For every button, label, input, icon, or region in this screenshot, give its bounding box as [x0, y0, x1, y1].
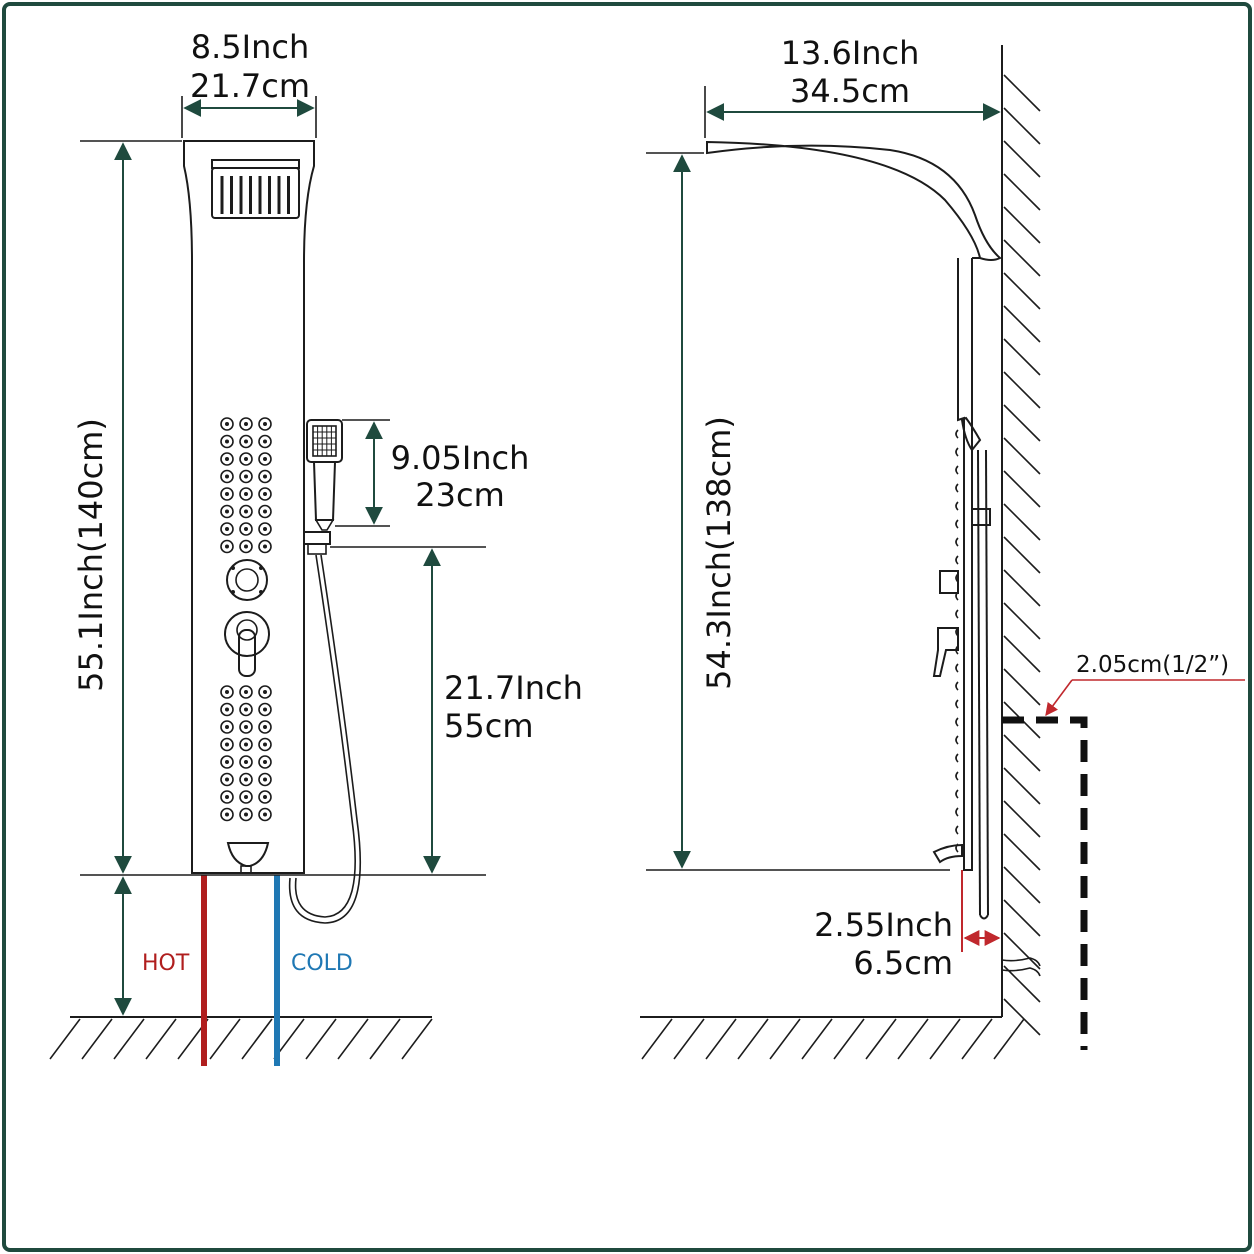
panel-body	[183, 140, 315, 874]
side-view: 54.3Inch(138cm) 13.6Inch 34.5cm 2.55Inch…	[640, 34, 1245, 1060]
pipe-size-label: 2.05cm(1/2”)	[1076, 652, 1229, 678]
reach-inch: 13.6Inch	[781, 34, 920, 72]
side-knob	[939, 570, 959, 594]
handheld-cm: 23cm	[415, 476, 504, 514]
diverter-knob	[226, 559, 268, 601]
side-floor-hatch	[641, 1018, 1025, 1060]
outlet-cm: 55cm	[444, 707, 533, 745]
cold-label: COLD	[291, 951, 353, 976]
side-spout	[932, 843, 963, 864]
depth-inch: 2.55Inch	[814, 906, 953, 944]
front-width-inch: 8.5Inch	[191, 28, 309, 66]
front-height-label: 55.1Inch(140cm)	[72, 418, 110, 692]
front-view: HOT COLD	[49, 28, 583, 1066]
front-width-cm: 21.7cm	[190, 67, 310, 105]
pipe-outline	[1002, 716, 1088, 1050]
side-height-label: 54.3Inch(138cm)	[700, 416, 738, 690]
front-floor-hatch	[49, 1018, 433, 1060]
depth-cm: 6.5cm	[853, 944, 953, 982]
handheld-inch: 9.05Inch	[391, 439, 530, 477]
outlet-inch: 21.7Inch	[444, 669, 583, 707]
panel-side-profile	[957, 258, 973, 871]
wall-hatch	[1003, 74, 1041, 1036]
handheld-shower	[303, 419, 343, 555]
tub-spout	[226, 842, 270, 867]
rain-shower-head	[211, 159, 300, 219]
mixer-handle	[224, 611, 270, 677]
body-jets-upper	[220, 417, 272, 554]
side-handle	[932, 627, 959, 677]
shower-hose	[294, 554, 356, 918]
shower-arm	[706, 140, 1002, 261]
handheld-side	[960, 416, 982, 452]
body-jets-lower	[220, 685, 272, 822]
reach-cm: 34.5cm	[790, 72, 910, 110]
hot-label: HOT	[142, 951, 190, 976]
